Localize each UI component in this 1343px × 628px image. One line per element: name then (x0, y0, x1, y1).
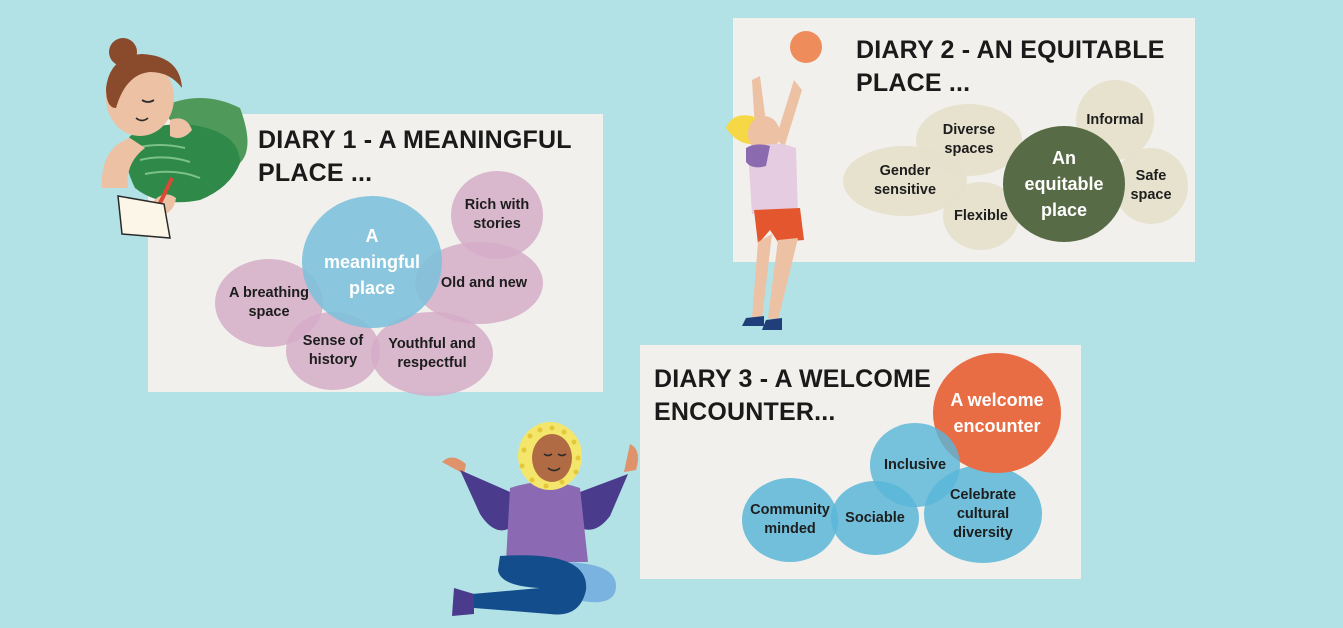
diary-2-card: DIARY 2 - AN EQUITABLE PLACE ... Gender … (733, 18, 1195, 262)
person-writing-icon (90, 38, 250, 239)
bubble-youthful-and-respectful: Youthful and respectful (371, 312, 493, 396)
bubble-community-minded: Community minded (742, 478, 838, 562)
diary-3-title: DIARY 3 - A WELCOME ENCOUNTER... (654, 365, 931, 426)
diary-3-card: DIARY 3 - A WELCOME ENCOUNTER... Communi… (640, 345, 1081, 579)
diary-1-card: DIARY 1 - A MEANINGFUL PLACE ... Rich wi… (148, 114, 603, 396)
bubble-safe-space: Safe space (1114, 148, 1188, 224)
bubble-inclusive: Inclusive (870, 423, 960, 507)
diary-2-center-bubble: An equitable place (1003, 126, 1125, 242)
bubble-celebrate-cultural-diversity: Celebrate cultural diversity (924, 465, 1042, 563)
bubble-diverse-spaces: Diverse spaces (916, 104, 1022, 176)
diary-1-title: DIARY 1 - A MEANINGFUL PLACE ... (258, 126, 572, 187)
ball-icon (789, 30, 823, 64)
diary-2-title: DIARY 2 - AN EQUITABLE PLACE ... (856, 36, 1165, 97)
diary-1-center-bubble: A meaningful place (302, 196, 442, 328)
person-sitting-icon (440, 422, 645, 622)
person-jumping-icon (722, 68, 812, 343)
